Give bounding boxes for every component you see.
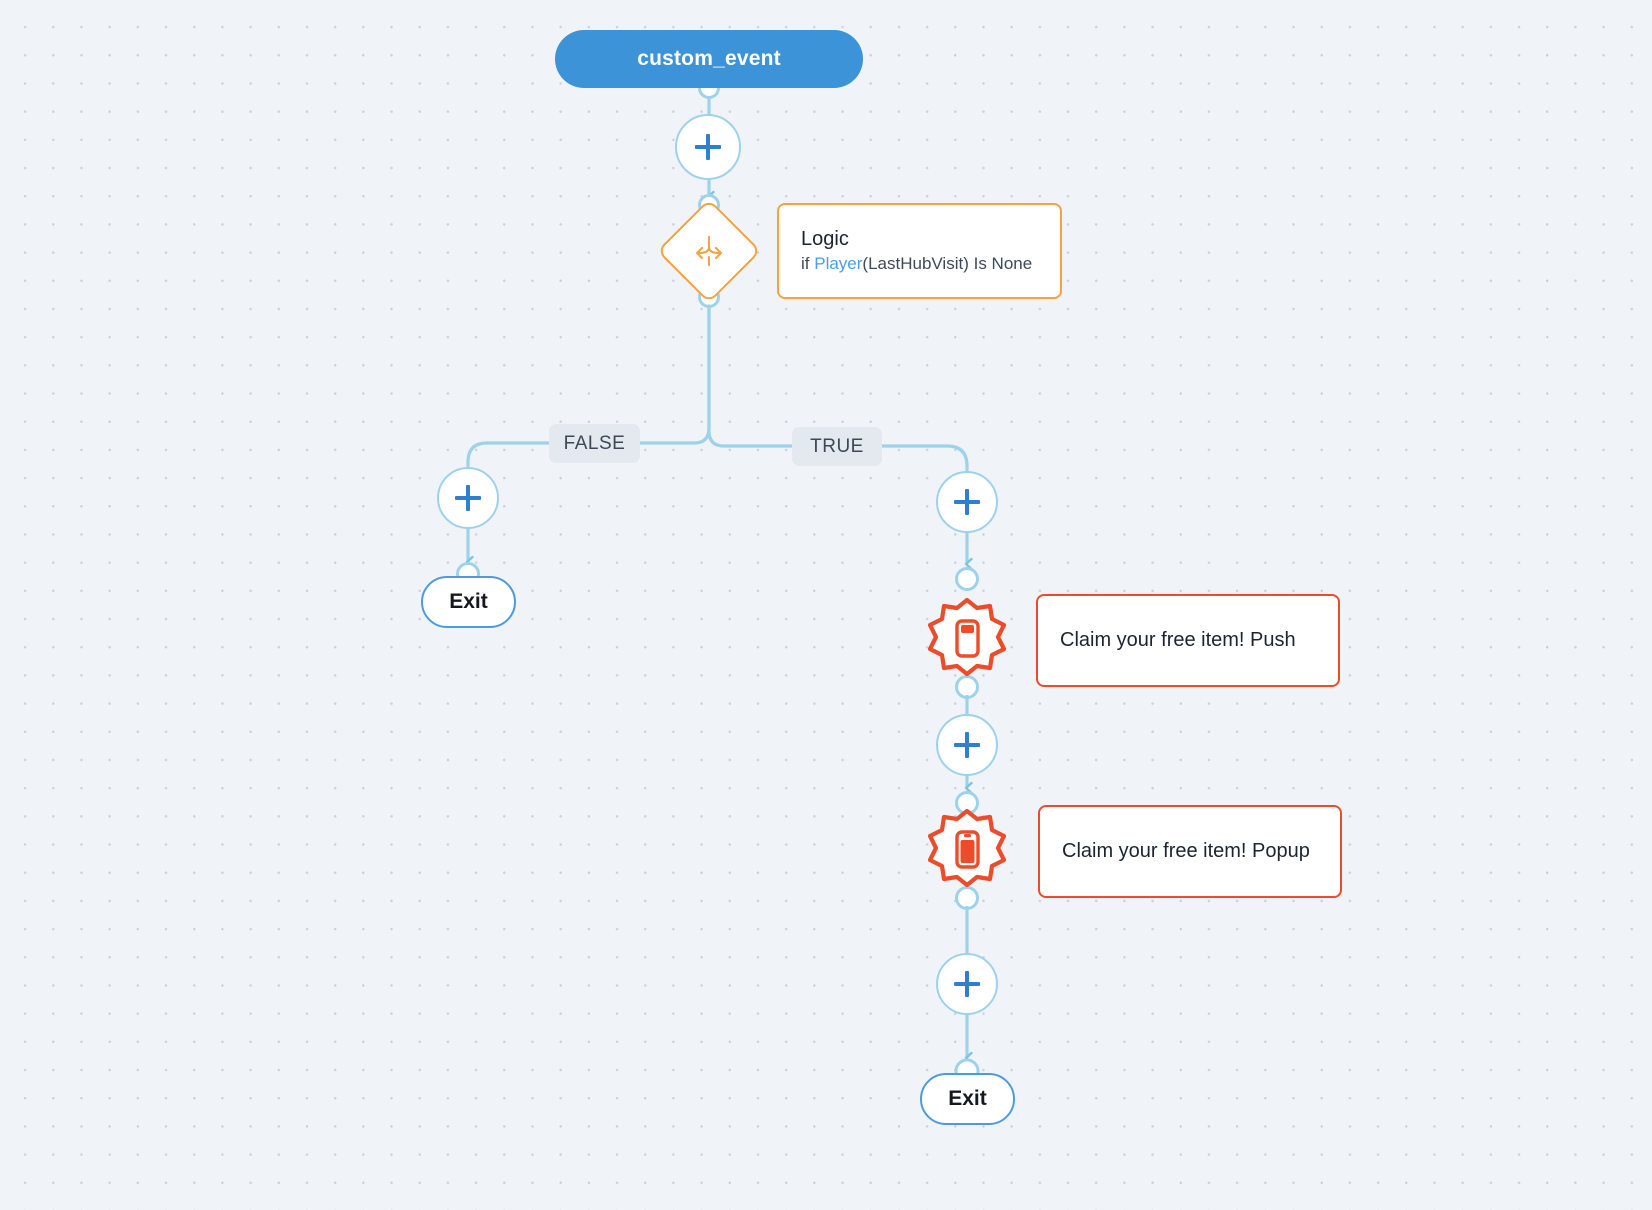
plus-icon — [695, 134, 721, 160]
exit-label: Exit — [449, 590, 488, 613]
branch-label-false[interactable]: FALSE — [549, 424, 640, 463]
add-step-button-before-exit[interactable] — [936, 953, 998, 1015]
add-step-button-false-branch[interactable] — [437, 467, 499, 529]
trigger-node-custom-event[interactable]: custom_event — [555, 30, 863, 88]
logic-info-card[interactable]: Logic if Player(LastHubVisit) Is None — [777, 203, 1062, 299]
message-card-popup[interactable]: Claim your free item! Popup — [1038, 805, 1342, 898]
phone-popup-icon — [927, 808, 1007, 888]
message-node-popup[interactable] — [924, 808, 1010, 894]
logic-condition-suffix: (LastHubVisit) Is None — [862, 254, 1033, 273]
message-card-push[interactable]: Claim your free item! Push — [1036, 594, 1340, 687]
exit-node-true-branch[interactable]: Exit — [920, 1073, 1015, 1125]
logic-condition-variable: Player — [814, 254, 863, 273]
logic-card-condition: if Player(LastHubVisit) Is None — [801, 254, 1038, 274]
trigger-label: custom_event — [637, 47, 781, 70]
exit-label: Exit — [948, 1087, 987, 1110]
message-node-push[interactable] — [924, 597, 1010, 683]
logic-condition-prefix: if — [801, 254, 815, 273]
exit-node-false-branch[interactable]: Exit — [421, 576, 516, 628]
branch-label-true[interactable]: TRUE — [792, 427, 882, 466]
add-step-button-true-branch[interactable] — [936, 471, 998, 533]
add-step-button-between-messages[interactable] — [936, 714, 998, 776]
plus-icon — [455, 485, 481, 511]
plus-icon — [954, 971, 980, 997]
plus-icon — [954, 732, 980, 758]
phone-push-notification-icon — [927, 597, 1007, 677]
message-card-push-text: Claim your free item! Push — [1060, 629, 1296, 651]
logic-card-title: Logic — [801, 228, 849, 250]
plus-icon — [954, 489, 980, 515]
add-step-button-after-trigger[interactable] — [675, 114, 741, 180]
branch-split-icon — [689, 231, 729, 271]
message-card-popup-text: Claim your free item! Popup — [1062, 840, 1310, 862]
